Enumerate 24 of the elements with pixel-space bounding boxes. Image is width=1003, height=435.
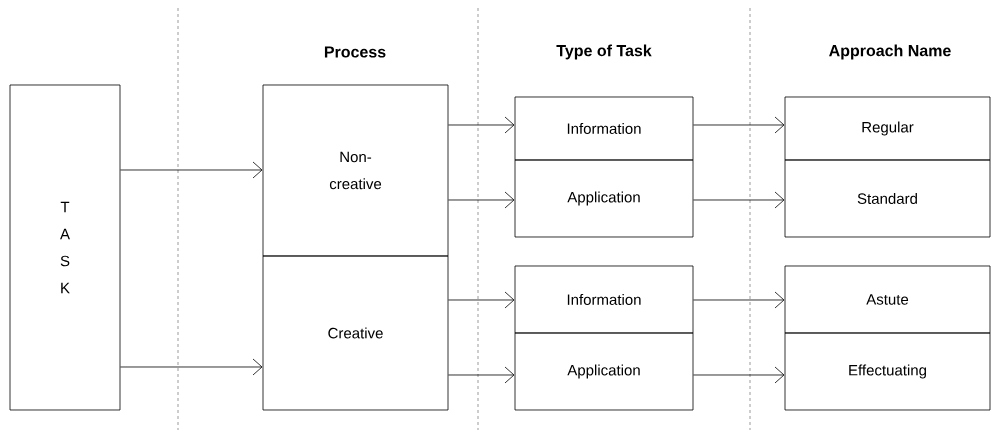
text-box: Application: [514, 332, 694, 411]
arrow: [693, 366, 785, 384]
text-box: T A S K: [9, 84, 121, 411]
arrow: [448, 366, 515, 384]
text-box: Information: [514, 265, 694, 334]
text-box: Non-creative: [262, 84, 449, 257]
text-box: Application: [514, 159, 694, 238]
column-heading: Type of Task: [556, 44, 652, 60]
text-box: Astute: [784, 265, 991, 334]
text-box: Effectuating: [784, 332, 991, 411]
arrow: [448, 291, 515, 309]
arrow: [448, 116, 515, 134]
column-heading: Approach Name: [829, 44, 951, 60]
arrow: [693, 191, 785, 209]
column-heading: Process: [324, 46, 386, 58]
text-box: Regular: [784, 96, 991, 161]
arrow: [448, 191, 515, 209]
text-box: Creative: [262, 255, 449, 411]
arrow: [693, 291, 785, 309]
arrow: [120, 161, 263, 179]
text-box: Standard: [784, 159, 991, 238]
text-box: Information: [514, 96, 694, 161]
arrow: [120, 358, 263, 376]
arrow: [693, 116, 785, 134]
